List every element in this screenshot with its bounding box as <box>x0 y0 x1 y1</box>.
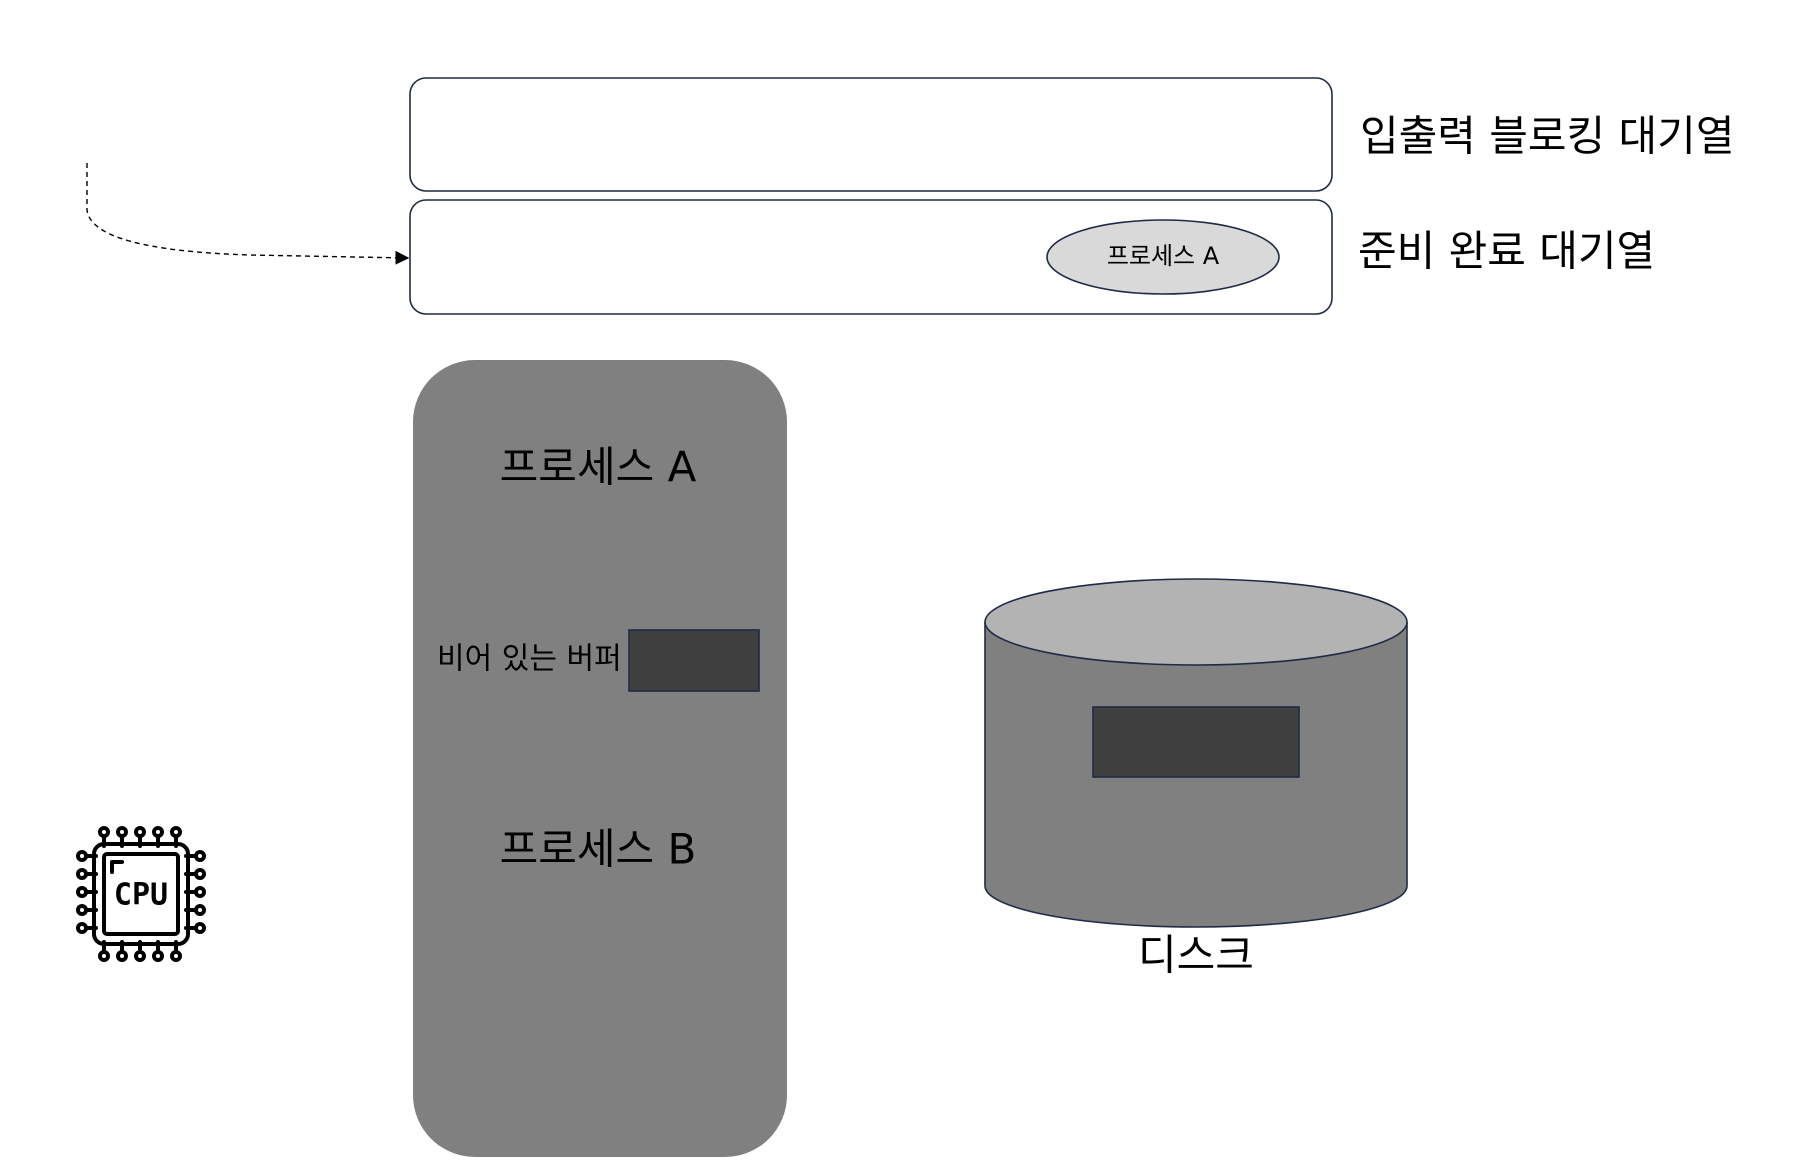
cpu-label: CPU <box>114 878 168 913</box>
memory-process-a-label: 프로세스 A <box>500 443 697 492</box>
ready-queue-item-label: 프로세스 A <box>1107 242 1220 270</box>
memory-process-b-label: 프로세스 B <box>500 825 697 874</box>
ready-queue-item <box>1046 219 1280 295</box>
ready-queue: 프로세스 A 준비 완료 대기열 <box>409 199 1655 315</box>
io-blocking-queue-box <box>409 77 1333 192</box>
disk-label: 디스크 <box>1138 931 1254 980</box>
empty-buffer-box <box>628 629 760 692</box>
io-blocking-queue-label: 입출력 블로킹 대기열 <box>1360 112 1734 161</box>
disk-data-block <box>1092 706 1300 778</box>
dispatch-arrow <box>86 163 410 265</box>
io-blocking-queue: 입출력 블로킹 대기열 <box>409 77 1734 192</box>
disk-top <box>984 578 1408 666</box>
cpu-icon: CPU <box>76 826 206 962</box>
empty-buffer-label: 비어 있는 버퍼 <box>437 642 622 677</box>
ready-queue-label: 준비 완료 대기열 <box>1358 227 1655 276</box>
memory-box <box>413 360 787 1157</box>
memory-block: 프로세스 A 비어 있는 버퍼 프로세스 B <box>413 360 787 1157</box>
disk: 디스크 <box>984 578 1408 980</box>
